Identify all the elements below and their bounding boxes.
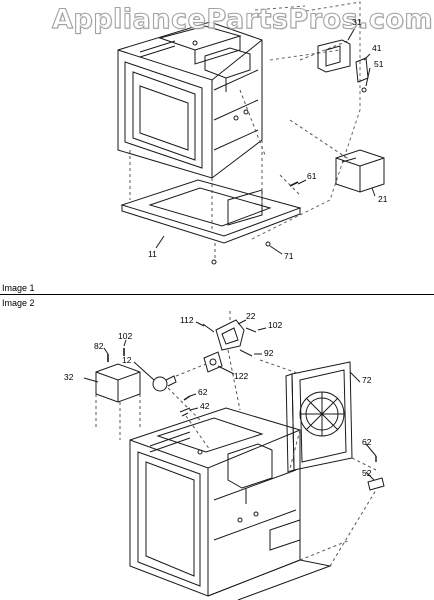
callout-102-left: 102 — [118, 331, 133, 341]
callout-62-upper: 62 — [198, 387, 208, 397]
image2-drawing — [83, 310, 385, 600]
callout-32: 32 — [64, 372, 74, 382]
image2-label: Image 2 — [2, 298, 35, 308]
callout-112: 112 — [180, 315, 194, 325]
callout-52: 52 — [362, 468, 372, 478]
callout-31: 31 — [352, 17, 362, 27]
callout-71: 71 — [284, 251, 294, 261]
callout-92: 92 — [264, 348, 274, 358]
image1-label: Image 1 — [2, 283, 35, 293]
callout-82: 82 — [94, 341, 104, 351]
callout-12: 12 — [122, 355, 132, 365]
callout-62-lower: 62 — [362, 437, 372, 447]
callout-122: 122 — [234, 371, 249, 381]
image1-drawing — [117, 1, 385, 265]
callout-72: 72 — [362, 375, 372, 385]
callout-21: 21 — [378, 194, 388, 204]
callout-61: 61 — [307, 171, 317, 181]
callout-22: 22 — [246, 311, 256, 321]
section-divider — [0, 294, 434, 295]
callout-102-right: 102 — [268, 320, 283, 330]
callout-51: 51 — [374, 59, 384, 69]
callout-11: 11 — [148, 249, 157, 259]
callout-41: 41 — [372, 43, 382, 53]
callout-42: 42 — [200, 401, 210, 411]
